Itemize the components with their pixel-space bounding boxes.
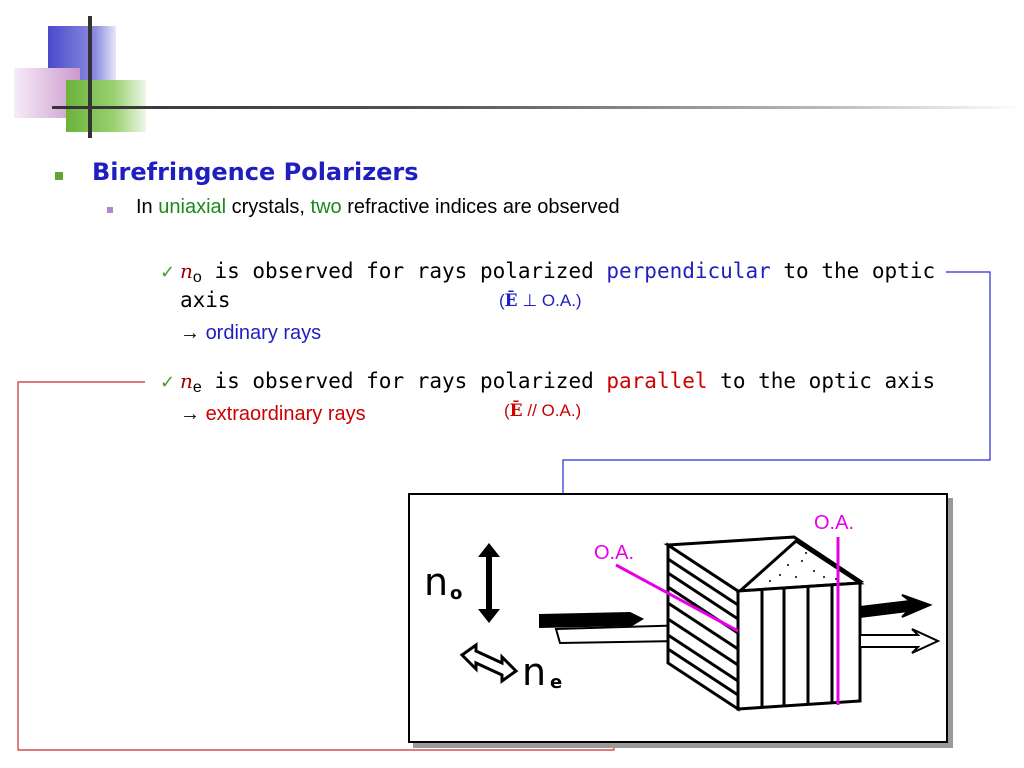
ordinary-rays-label: ordinary rays (205, 322, 322, 344)
subpoint-text: In uniaxial crystals, two refractive ind… (136, 196, 620, 219)
item-no-line1: no is observed for rays polarized perpen… (180, 259, 936, 286)
arrow-icon: → (180, 322, 200, 344)
slide-title: Birefringence Polarizers (92, 158, 419, 186)
no-figure-label: n (424, 560, 448, 604)
no-text-a: is observed for rays polarized (201, 259, 607, 283)
svg-text:e: e (550, 672, 562, 693)
ne-highlight: parallel (606, 369, 708, 393)
arrow-icon: → (180, 403, 200, 425)
vertical-double-arrow-icon (478, 543, 500, 623)
subpoint-word-uniaxial: uniaxial (158, 196, 227, 218)
item-no-line2: axis (180, 288, 231, 312)
item-no-checkmark-icon: ✓ (160, 262, 176, 283)
horizontal-double-arrow-icon (459, 642, 519, 684)
no-symbol: n (180, 259, 193, 283)
subpoint-bullet-icon (107, 207, 113, 213)
extraordinary-rays-label: extraordinary rays (205, 403, 366, 425)
subpoint-prefix: In (136, 196, 159, 218)
no-highlight: perpendicular (606, 259, 771, 283)
no-text-b: to the optic (770, 259, 936, 283)
outgoing-beams (859, 594, 941, 654)
item-ne-checkmark-icon: ✓ (160, 372, 176, 393)
optic-axis-line-left (615, 563, 739, 633)
no-relation: (Ē ⊥ O.A.) (499, 291, 582, 311)
subpoint-word-two: two (310, 196, 342, 218)
header-horizontal-rule (52, 106, 1024, 109)
ne-figure-label: n (522, 650, 546, 694)
ne-text-a: is observed for rays polarized (201, 369, 607, 393)
ne-result: → extraordinary rays (180, 403, 366, 426)
optic-axis-label-left: O.A. (594, 542, 634, 564)
title-bullet-icon (55, 172, 63, 180)
crystal-slab (663, 535, 865, 712)
subpoint-suffix: refractive indices are observed (341, 196, 620, 218)
incoming-beam (539, 611, 695, 645)
svg-text:o: o (450, 583, 462, 604)
header-vertical-rule (88, 16, 92, 138)
ne-subscript: e (192, 379, 202, 396)
no-subscript: o (192, 269, 202, 286)
item-ne-line1: ne is observed for rays polarized parall… (180, 369, 936, 396)
ne-relation: (Ē // O.A.) (504, 401, 582, 421)
ne-text-b: to the optic axis (707, 369, 936, 393)
crystal-figure: n o n e (408, 493, 948, 743)
crystal-illustration: n o n e (424, 512, 941, 712)
subpoint-middle: crystals, (226, 196, 311, 218)
ne-relation-E: Ē (509, 401, 523, 421)
ne-symbol: n (180, 369, 193, 393)
no-relation-E: Ē (504, 291, 518, 311)
optic-axis-label-right: O.A. (814, 512, 854, 534)
no-result: → ordinary rays (180, 322, 321, 345)
